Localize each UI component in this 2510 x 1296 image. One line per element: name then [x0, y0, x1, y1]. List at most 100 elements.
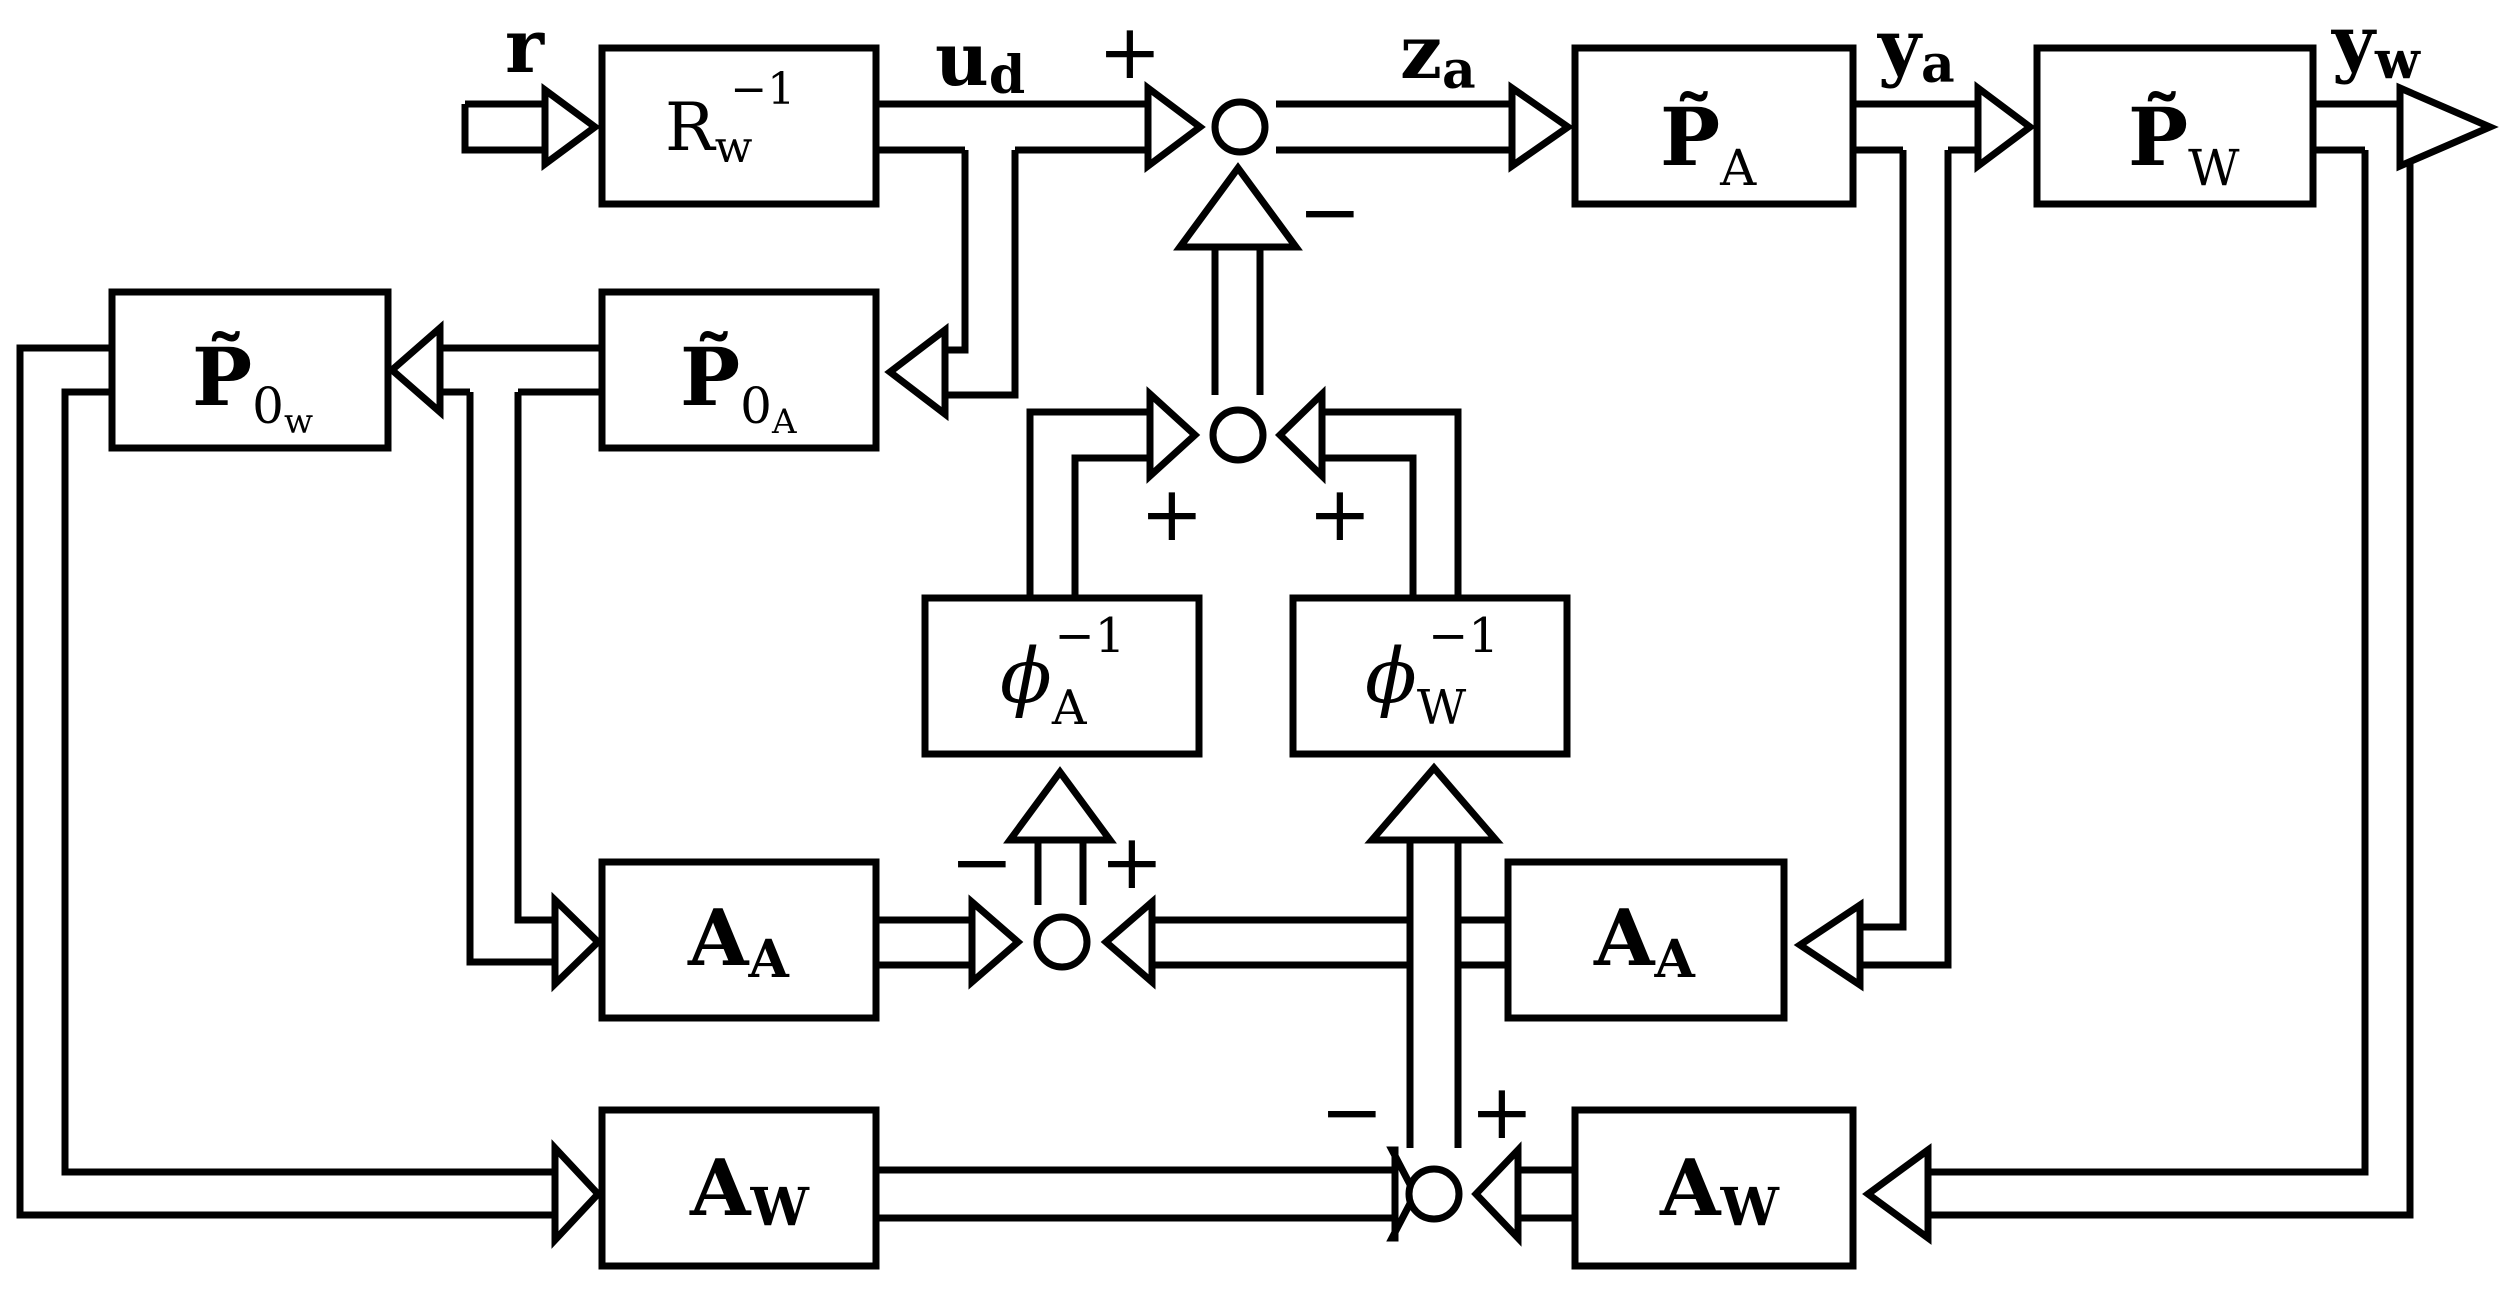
svg-text:ϕW−1: ϕW−1 [1365, 608, 1499, 736]
arrow-p0w-in-head [386, 320, 444, 420]
p0a-main: P̃ [680, 329, 740, 424]
pipe-aa-left-to-sum [876, 916, 978, 969]
arrow-aa-right-in-head [1793, 898, 1864, 992]
signal-ud: ud [935, 17, 1025, 106]
pipe-sum-to-phia [1034, 840, 1087, 905]
signal-r: r [505, 4, 545, 90]
aa-left-sub: A [748, 929, 790, 990]
arrow-mid-sum-right-head [1274, 385, 1326, 485]
pipe-p0w-to-aw [16, 344, 560, 1219]
svg-text:P̃0w: P̃0w [192, 329, 313, 442]
block-plant-w: P̃W [2033, 44, 2317, 208]
pipe-yw-output [2313, 100, 2410, 154]
signal-ud-sub: d [989, 45, 1025, 106]
arrow-aa-sum-left-head [968, 894, 1024, 990]
sign-top-plus: + [1098, 7, 1162, 96]
arrow-aa-left-in-head [551, 891, 604, 993]
pipe-sum-to-phiw [1406, 840, 1462, 1148]
sign-aa-plus: + [1100, 817, 1164, 906]
arrowheads [386, 81, 2499, 1249]
sum-junction-aa [1033, 913, 1091, 971]
svg-text:P̃A: P̃A [1660, 89, 1757, 197]
rw-main: R [665, 89, 717, 166]
block-phi-a-inverse: ϕA−1 [921, 594, 1203, 758]
svg-text:AW: AW [689, 1143, 811, 1238]
arrow-r-head [541, 83, 601, 171]
blocks: Rw−1 P̃A P̃W P̃0A P̃0w [108, 44, 2317, 1270]
sign-markers: + − + + − + − + [950, 7, 1534, 1156]
arrow-aw-sum-left-head [1386, 1146, 1419, 1242]
arrow-to-top-sum-head [1173, 162, 1303, 251]
sign-mid-left-plus: + [1140, 469, 1204, 558]
arrow-aw-sum-right-head [1471, 1141, 1522, 1247]
arrow-yw-head [2396, 82, 2499, 172]
phiw-sup: −1 [1428, 608, 1499, 664]
arrow-ya-head [1974, 81, 2036, 173]
block-aw-right: AW [1571, 1106, 1857, 1270]
block-plant-a: P̃A [1571, 44, 1857, 208]
signal-yw: yw [2331, 0, 2421, 91]
svg-text:AA: AA [687, 893, 790, 990]
p0w-main: P̃ [192, 329, 252, 424]
svg-text:P̃W: P̃W [2128, 89, 2240, 197]
pipe-aw-left-to-sum [876, 1166, 1398, 1222]
p0w-subsub: w [284, 402, 313, 442]
signal-yw-main: y [2331, 0, 2377, 86]
pipe-phia-to-sum [1026, 408, 1155, 598]
signal-za-sub: a [1442, 40, 1476, 101]
p0a-sub: 0 [740, 377, 772, 435]
aa-right-main: A [1593, 893, 1656, 984]
pipe-aa-right-to-sum [1152, 916, 1505, 969]
pipe-ud-to-p0a [945, 150, 1019, 399]
pa-main: P̃ [1660, 89, 1720, 184]
signal-yw-sub: w [2374, 30, 2421, 91]
block-plant-0w: P̃0w [108, 288, 392, 452]
pipe-p0a-to-aa [466, 392, 560, 966]
svg-text:AW: AW [1659, 1143, 1781, 1238]
pw-main: P̃ [2128, 89, 2188, 184]
arrow-to-phiw-head [1364, 762, 1504, 844]
pipe-ud-to-sum [876, 100, 1160, 154]
svg-text:AA: AA [1593, 893, 1696, 990]
connector-pipes [16, 100, 2414, 1222]
phiw-main: ϕ [1365, 631, 1417, 720]
sign-top-minus: − [1298, 167, 1362, 256]
sign-aw-plus: + [1470, 1067, 1534, 1156]
aa-right-sub: A [1654, 929, 1696, 990]
arrow-mid-sum-left-head [1146, 386, 1201, 484]
aw-left-sub: W [750, 1177, 811, 1238]
pipe-ya-to-aa [1860, 150, 1952, 969]
signal-labels: r ud za ya yw [505, 0, 2421, 106]
arrow-p0a-in-head [884, 322, 949, 422]
aa-left-main: A [687, 893, 750, 984]
arrow-aw-left-in-head [551, 1139, 603, 1249]
arrow-to-phia-head [1003, 766, 1117, 844]
pa-sub: A [1719, 139, 1757, 197]
aw-left-main: A [689, 1143, 752, 1234]
arrow-ud-head [1144, 81, 1206, 173]
sum-junction-aw [1405, 1165, 1463, 1223]
block-rw-inverse: Rw−1 [598, 44, 880, 208]
sum-junction-top [1211, 98, 1269, 156]
sign-aw-minus: − [1320, 1067, 1384, 1156]
p0w-sub: 0 [252, 377, 284, 435]
arrow-aw-right-in-head [1862, 1143, 1932, 1245]
p0a-subsub: A [771, 402, 797, 442]
pipe-mid-to-top-sum [1211, 245, 1264, 395]
pipe-ya [1853, 100, 1980, 154]
pipe-aw-right-to-sum [1515, 1166, 1575, 1222]
aw-right-main: A [1659, 1143, 1722, 1234]
block-aa-left: AA [598, 858, 880, 1022]
block-aa-right: AA [1504, 858, 1788, 1022]
signal-ya-sub: a [1921, 34, 1955, 95]
svg-text:P̃0A: P̃0A [680, 329, 797, 442]
sign-mid-right-plus: + [1308, 469, 1372, 558]
phia-main: ϕ [1000, 631, 1052, 720]
arrow-aa-sum-right-head [1100, 894, 1156, 990]
sign-aa-minus: − [950, 817, 1014, 906]
block-plant-0a: P̃0A [598, 288, 880, 452]
sum-junction-middle [1209, 406, 1267, 464]
signal-ya-main: y [1877, 4, 1923, 90]
rw-sub: w [715, 122, 753, 173]
summing-junctions [1033, 98, 1463, 1223]
